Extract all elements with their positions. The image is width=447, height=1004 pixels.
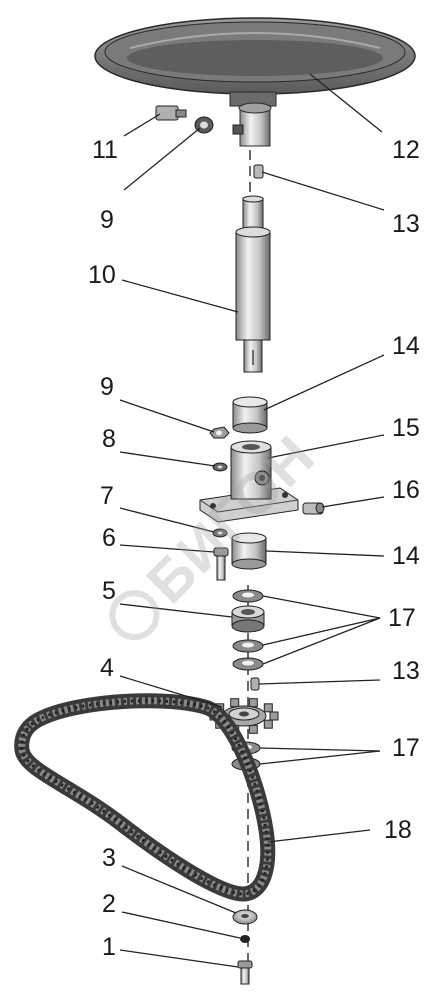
callout-10: 10: [88, 261, 116, 289]
bearing-housing-part-15: [199, 440, 299, 523]
callout-12: 12: [392, 136, 420, 164]
callout-15: 15: [392, 414, 420, 442]
callout-17-upper: 17: [388, 604, 416, 632]
sprocket-tooth: [248, 724, 258, 734]
washer-part-3: [232, 909, 258, 925]
washer-part-17-c: [232, 657, 264, 671]
callout-8: 8: [102, 425, 116, 453]
sprocket-tooth: [263, 719, 273, 729]
callout-14-upper: 14: [392, 332, 420, 360]
callout-5: 5: [102, 577, 116, 605]
callout-labels: 11 9 12 13 10 14 9 15 8 16 7 6 14 5 17 4…: [88, 136, 420, 961]
callout-2: 2: [102, 890, 116, 918]
lock-washer-part-2: [240, 935, 250, 943]
callout-9-upper: 9: [100, 206, 114, 234]
callout-18: 18: [384, 816, 412, 844]
callout-1: 1: [102, 933, 116, 961]
nut-part-9-lower: [209, 426, 230, 439]
callout-13-lower: 13: [392, 657, 420, 685]
bearing-part-5: [231, 605, 265, 633]
sprocket-tooth: [248, 698, 258, 708]
callout-13-upper: 13: [392, 210, 420, 238]
callout-16: 16: [392, 476, 420, 504]
callout-4: 4: [100, 654, 114, 682]
bolt-part-6: [213, 547, 229, 581]
callout-7: 7: [100, 482, 114, 510]
set-screw-part-16: [302, 502, 325, 515]
bolt-part-11: [155, 105, 187, 121]
washer-part-8: [212, 462, 228, 472]
callout-11: 11: [92, 136, 118, 164]
shaft-part-10: [235, 195, 271, 373]
bushing-part-14-upper: [232, 396, 268, 434]
callout-9-lower: 9: [100, 373, 114, 401]
callout-6: 6: [102, 524, 116, 552]
callout-3: 3: [102, 844, 116, 872]
callout-14-lower: 14: [392, 542, 420, 570]
leader-lines: [119, 73, 385, 968]
callout-17-lower: 17: [392, 734, 420, 762]
sprocket-tooth: [230, 698, 240, 708]
washer-part-17-a: [232, 589, 264, 603]
washer-part-17-b: [232, 639, 264, 653]
pin-part-13-upper: [253, 164, 264, 179]
pin-part-13-lower: [250, 677, 260, 691]
sprocket-tooth: [269, 711, 279, 721]
bushing-part-14-lower: [231, 532, 267, 570]
bolt-part-1: [237, 960, 253, 985]
sprocket-tooth: [263, 703, 273, 713]
roller-chain-part-18: [14, 693, 276, 902]
steering-wheel-part-12: [94, 17, 416, 147]
washer-part-7: [212, 528, 228, 538]
